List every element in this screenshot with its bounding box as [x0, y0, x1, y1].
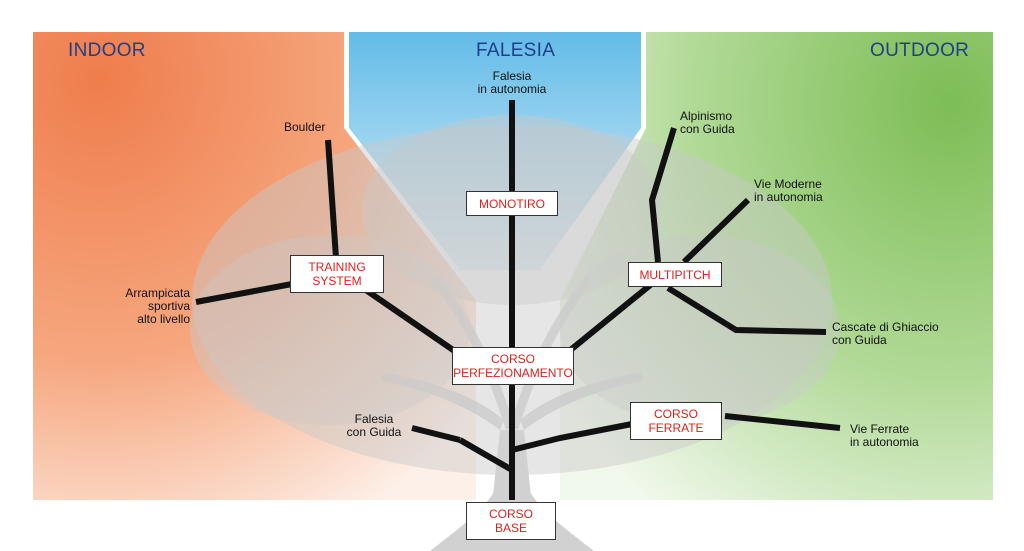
leaf-cascate-line1: Cascate di Ghiaccio [832, 320, 939, 334]
leaf-boulder-line1: Boulder [284, 120, 326, 134]
leaf-falesia-autonomia: Falesia in autonomia [476, 70, 548, 96]
node-training-line2: SYSTEM [312, 274, 362, 288]
leaf-falesia-guida-line1: Falesia [354, 412, 394, 426]
leaf-boulder: Boulder [284, 121, 325, 134]
falesia-title: FALESIA [476, 40, 556, 61]
leaf-vie-ferrate-line1: Vie Ferrate [850, 422, 910, 436]
leaf-vie-moderne-line1: Vie Moderne [754, 177, 822, 191]
leaf-cascate-line2: con Guida [832, 333, 887, 347]
node-training-system: TRAINING SYSTEM [290, 255, 384, 293]
branch-lines [195, 100, 841, 500]
node-multipitch: MULTIPITCH [628, 262, 722, 287]
leaf-vie-moderne: Vie Moderne in autonomia [754, 178, 823, 204]
node-base-line1: CORSO [488, 507, 533, 521]
node-perfez-line1: CORSO [490, 352, 535, 366]
node-perfez-line2: PERFEZIONAMENTO [453, 366, 573, 380]
node-multipitch-line1: MULTIPITCH [639, 267, 711, 282]
leaf-cascate: Cascate di Ghiaccio con Guida [832, 321, 939, 347]
node-monotiro-line1: MONOTIRO [479, 196, 545, 211]
node-corso-ferrate: CORSO FERRATE [630, 402, 722, 440]
indoor-zone [33, 32, 476, 500]
leaf-vie-moderne-line2: in autonomia [754, 190, 823, 204]
indoor-title: INDOOR [68, 40, 146, 61]
leaf-alpinismo: Alpinismo con Guida [680, 110, 735, 136]
node-training-line1: TRAINING [308, 260, 366, 274]
leaf-falesia-guida-line2: con Guida [346, 425, 402, 439]
leaf-arrampicata-line1: Arrampicata [125, 286, 190, 300]
leaf-falesia-autonomia-line1: Falesia [492, 69, 532, 83]
leaf-arrampicata: Arrampicata sportiva alto livello [112, 287, 190, 326]
leaf-arrampicata-line2: sportiva [147, 299, 190, 313]
node-monotiro: MONOTIRO [466, 191, 558, 216]
leaf-alpinismo-line2: con Guida [680, 122, 735, 136]
node-ferrate-line2: FERRATE [648, 421, 704, 435]
leaf-falesia-guida: Falesia con Guida [346, 413, 402, 439]
leaf-vie-ferrate: Vie Ferrate in autonomia [850, 423, 919, 449]
node-corso-base: CORSO BASE [466, 502, 556, 540]
falesia-zone [349, 32, 641, 270]
node-ferrate-line1: CORSO [653, 407, 698, 421]
outdoor-title: OUTDOOR [870, 40, 970, 61]
leaf-arrampicata-line3: alto livello [137, 312, 190, 326]
node-corso-perfezionamento: CORSO PERFEZIONAMENTO [452, 347, 574, 385]
leaf-vie-ferrate-line2: in autonomia [850, 435, 919, 449]
leaf-falesia-autonomia-line2: in autonomia [477, 82, 547, 96]
node-base-line2: BASE [494, 521, 527, 535]
leaf-alpinismo-line1: Alpinismo [680, 109, 733, 123]
